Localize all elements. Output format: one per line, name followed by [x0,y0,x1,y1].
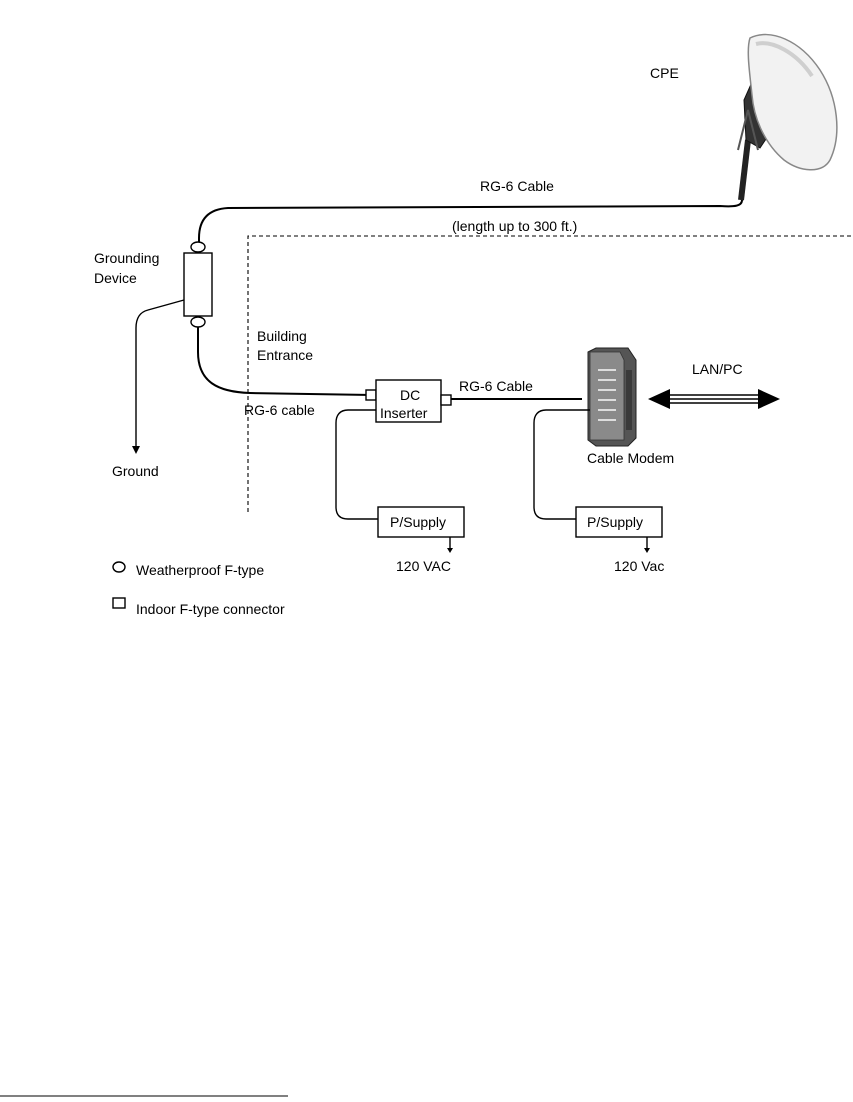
dc-inserter-label-line1: DC [400,387,420,403]
cable-modem-icon [588,348,636,446]
cpe-antenna-icon [738,35,837,200]
power-supply-right-label: P/Supply [587,514,643,530]
power-supply-left-arrow [447,548,453,553]
power-supply-left-label: P/Supply [390,514,446,530]
rg6-cable-lower-label: RG-6 cable [244,402,315,418]
ground-label: Ground [112,463,159,479]
modem-power-wire [534,410,590,519]
weatherproof-connector-bottom [191,317,205,327]
grounding-label-line1: Grounding [94,250,159,266]
grounding-label-line2: Device [94,270,137,286]
building-boundary [248,236,853,512]
lan-pc-label: LAN/PC [692,361,743,377]
vac-left-label: 120 VAC [396,558,451,574]
ground-wire [136,300,184,448]
ground-arrow [132,446,140,454]
dc-inserter-label-line2: Inserter [380,405,428,421]
cpe-label: CPE [650,65,679,81]
cable-modem-label: Cable Modem [587,450,674,466]
lan-pc-double-arrow [648,389,780,409]
grounding-device [184,253,212,316]
rg6-cable-middle-label: RG-6 Cable [459,378,533,394]
length-note: (length up to 300 ft.) [452,218,577,234]
weatherproof-connector-top [191,242,205,252]
building-entrance-line1: Building [257,328,307,344]
building-entrance-line2: Entrance [257,347,313,363]
legend-indoor-symbol [113,598,125,608]
rg6-cable-top-label: RG-6 Cable [480,178,554,194]
legend-indoor-label: Indoor F-type connector [136,601,285,617]
legend-weatherproof-label: Weatherproof F-type [136,562,264,578]
dc-power-wire [336,410,378,519]
legend-weatherproof-symbol [113,562,125,572]
power-supply-right-arrow [644,548,650,553]
indoor-connector-left [366,390,376,400]
indoor-connector-right [441,395,451,405]
vac-right-label: 120 Vac [614,558,664,574]
